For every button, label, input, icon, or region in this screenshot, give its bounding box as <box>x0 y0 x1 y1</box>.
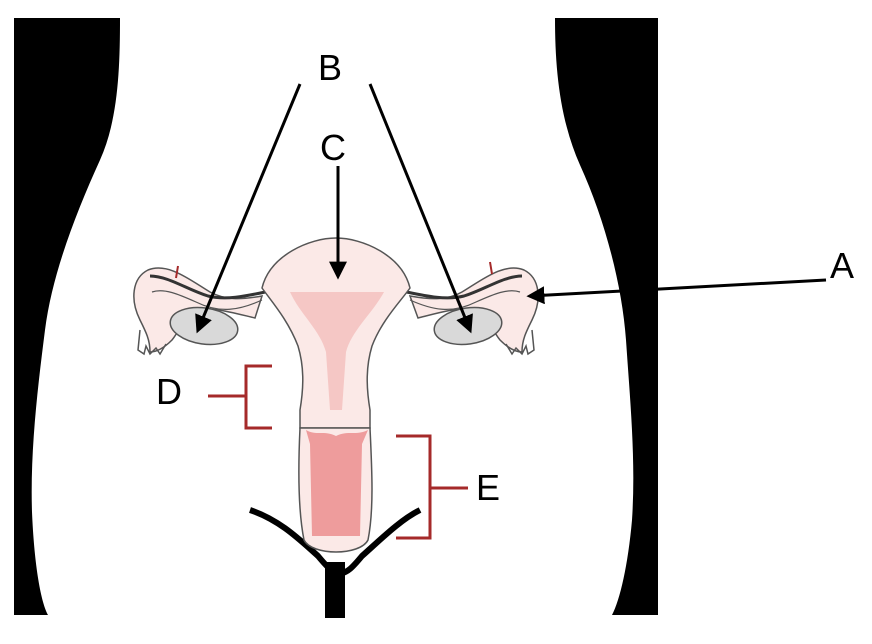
label-a: A <box>830 245 854 286</box>
uterine-cavity <box>290 292 384 410</box>
bracket-d <box>208 364 272 430</box>
tube-line-left-2 <box>151 290 263 310</box>
label-b: B <box>318 47 342 88</box>
tube-line-left <box>149 274 287 300</box>
body-silhouette-left <box>14 18 120 615</box>
midline-bar <box>325 562 345 618</box>
tube-line-right-2 <box>409 290 521 310</box>
label-c: C <box>320 127 346 168</box>
fimbriae-right <box>505 329 535 356</box>
arrow-b-right <box>368 83 473 334</box>
ligament-tick-right <box>489 261 493 275</box>
label-d: D <box>156 371 182 412</box>
fimbriae-left <box>137 329 167 356</box>
arrow-a <box>526 278 827 305</box>
body-silhouette-right <box>555 18 658 615</box>
tube-line-right <box>385 274 523 300</box>
arrow-b-left <box>195 83 302 334</box>
vaginal-lining <box>306 430 368 536</box>
label-e: E <box>476 467 500 508</box>
bracket-e <box>396 434 468 540</box>
ligament-tick-left <box>175 265 179 279</box>
